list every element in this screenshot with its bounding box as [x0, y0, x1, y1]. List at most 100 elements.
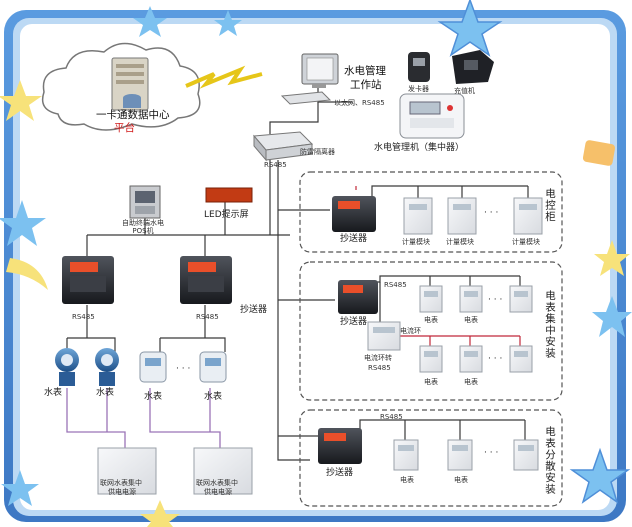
electric-meter-icon [447, 439, 473, 471]
water-meter-label-1: 水表 [44, 388, 63, 398]
box2-dots-2: · · · [488, 354, 503, 364]
box3-side-label: 电表分散安装 [544, 426, 556, 495]
box3-dots: · · · [484, 448, 499, 458]
reader-device-icon [338, 280, 378, 314]
electric-meter-icon [509, 285, 533, 313]
group-box-centralized-meters [299, 261, 563, 401]
star-icon [437, 0, 503, 57]
pos-label: 自助终端水电 POS机 [122, 219, 164, 235]
reader-device-icon [180, 256, 232, 304]
star-icon [0, 200, 46, 246]
star-icon [569, 447, 631, 504]
box1-dots: · · · [484, 208, 499, 218]
reader-label-middle: 抄送器 [240, 305, 268, 315]
cloud-datacenter [41, 42, 201, 131]
rs485-left-label: RS485 [72, 313, 95, 321]
rs485-right-label: RS485 [196, 313, 219, 321]
self-service-pos-icon [129, 185, 161, 219]
isolator-label: 防雷隔离器 [300, 148, 335, 156]
electric-meter-icon [513, 439, 539, 471]
group-box-distributed-meters [299, 409, 563, 507]
power-supply-1-label-line2: 供电电源 [108, 488, 136, 496]
metering-module-icon [403, 197, 433, 235]
star-icon [0, 80, 42, 121]
star-icon [594, 240, 630, 276]
water-meter-icon [95, 348, 119, 386]
metering-module-icon [447, 197, 477, 235]
group-box-control-cabinet [299, 171, 563, 253]
link-label: 以太网、RS485 [334, 99, 385, 107]
datacenter-label: 一卡通数据中心 [96, 109, 170, 121]
power-supply-2-label-line1: 联网水表集中 [196, 479, 238, 487]
platform-label: 平台 [114, 122, 135, 134]
electric-meter-icon [393, 439, 419, 471]
water-meter-label-4: 水表 [204, 392, 223, 402]
metering-module-icon [513, 197, 543, 235]
workstation-label-line1: 水电管理 [344, 65, 386, 77]
water-meter-icon [55, 348, 79, 386]
lightning-link-icon [185, 65, 263, 89]
box3-rs485-label: RS485 [380, 413, 403, 421]
workstation-label-line2: 工作站 [350, 79, 382, 91]
water-meter-label-2: 水表 [96, 388, 115, 398]
box1-module-label-3: 计量模块 [512, 238, 540, 246]
decorative-frame [4, 10, 626, 522]
rs485-top-label: RS485 [264, 161, 287, 169]
box3-reader-label: 抄送器 [326, 468, 354, 478]
box1-reader-label: 抄送器 [340, 234, 368, 244]
converter-label-line2: RS485 [368, 364, 391, 372]
box2-reader-label: 抄送器 [340, 317, 368, 327]
current-loop-tag: 电流环 [400, 327, 421, 335]
converter-label-line1: 电流环转 [364, 354, 392, 362]
power-supply-box [97, 447, 157, 495]
reader-device-icon [62, 256, 114, 304]
purple-power-lines [66, 388, 221, 452]
box3-meter-label-1: 电表 [400, 476, 414, 484]
power-supply-box [193, 447, 253, 495]
star-icon [1, 470, 39, 506]
tag-shape [582, 140, 616, 166]
smart-water-meter-icon [199, 351, 227, 383]
connection-lines [66, 88, 529, 461]
box2-meter-label-b2: 电表 [464, 378, 478, 386]
electric-meter-icon [509, 345, 533, 373]
workstation-computer-icon [280, 53, 339, 105]
electric-meter-icon [419, 285, 443, 313]
card-issuer-label: 发卡器 [408, 85, 429, 93]
current-loop-converter-icon [367, 321, 401, 351]
led-label: LED提示屏 [204, 210, 249, 220]
water-meter-dots: · · · [176, 364, 191, 374]
water-power-manager-unit-icon [399, 93, 465, 139]
star-icon [140, 500, 180, 527]
electric-meter-icon [459, 285, 483, 313]
box1-module-label-1: 计量模块 [402, 238, 430, 246]
star-icon [133, 6, 167, 37]
box2-meter-label-a1: 电表 [424, 316, 438, 324]
manager-unit-label: 水电管理机（集中器） [374, 143, 465, 153]
water-meter-label-3: 水表 [144, 392, 163, 402]
electric-meter-icon [459, 345, 483, 373]
box2-meter-label-a2: 电表 [464, 316, 478, 324]
surge-isolator-icon [252, 131, 314, 162]
star-icon [6, 258, 48, 290]
box1-module-label-2: 计量模块 [446, 238, 474, 246]
box1-side-label: 电控柜 [544, 188, 556, 223]
star-icon [214, 10, 242, 36]
power-supply-2-label-line2: 供电电源 [204, 488, 232, 496]
power-supply-1-label-line1: 联网水表集中 [100, 479, 142, 487]
reader-device-icon [318, 428, 362, 464]
recharge-machine-icon [452, 50, 494, 84]
box2-meter-label-b1: 电表 [424, 378, 438, 386]
reader-device-icon [332, 196, 376, 232]
box2-rs485-label: RS485 [384, 281, 407, 289]
star-icon [592, 296, 632, 337]
box3-meter-label-2: 电表 [454, 476, 468, 484]
smart-water-meter-icon [139, 351, 167, 383]
box2-dots-1: · · · [488, 295, 503, 305]
card-issuer-icon [408, 52, 430, 82]
box2-side-label: 电表集中安装 [544, 290, 556, 359]
recharger-label: 充值机 [454, 87, 475, 95]
electric-meter-icon [419, 345, 443, 373]
